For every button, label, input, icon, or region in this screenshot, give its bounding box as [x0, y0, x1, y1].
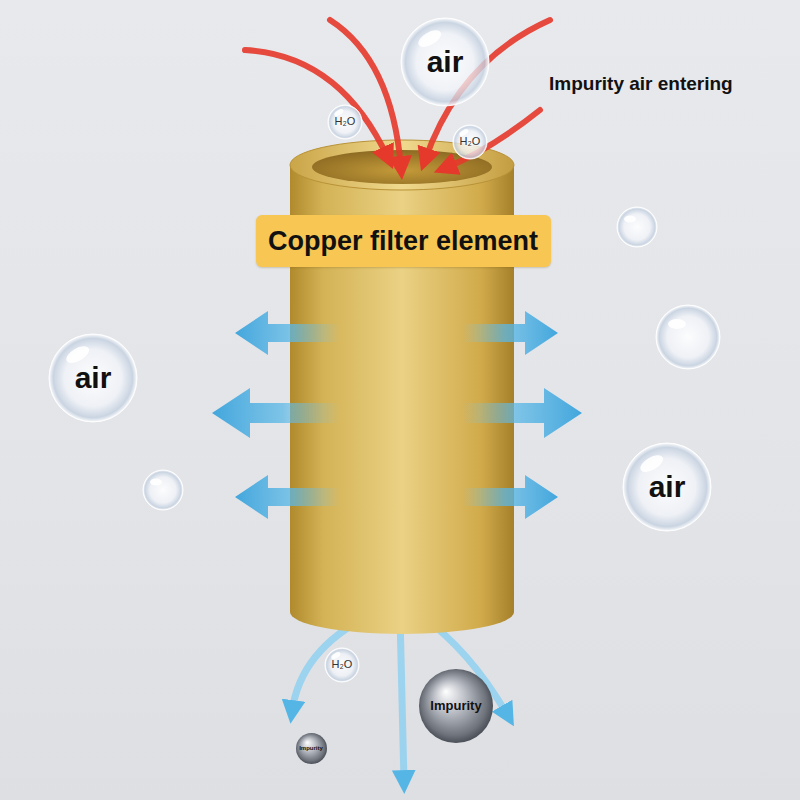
outflow-arrow: [462, 388, 582, 438]
bubble-circle: [623, 443, 711, 531]
bubble-highlight: [624, 216, 636, 223]
air-bubble: air: [400, 17, 490, 107]
ball-circle: [296, 733, 327, 764]
node-text: air: [649, 471, 686, 503]
side-arrows: [212, 311, 582, 519]
bubble-circle: [401, 18, 489, 106]
bubble: [656, 305, 720, 369]
outflow-arrow: [462, 311, 558, 355]
bubble-circle: [325, 648, 359, 682]
bubble-highlight: [668, 319, 686, 329]
outflow-arrow: [462, 475, 558, 519]
outflow-arrow: [212, 388, 340, 438]
inflow-arrow: [245, 50, 388, 158]
bubble: [143, 470, 183, 510]
water-bubble: H₂O: [324, 647, 360, 683]
bubble: [617, 207, 657, 247]
water-bubble: H₂O: [452, 124, 488, 160]
node-text: air: [427, 46, 464, 78]
bubble-circle: [49, 334, 137, 422]
node-text: air: [75, 362, 112, 394]
inflow-arrow: [330, 20, 401, 168]
node-text: Impurity: [299, 745, 323, 751]
water-bubble: H₂O: [327, 104, 363, 140]
impurity-ball: Impurity: [295, 732, 328, 765]
bubble-highlight: [150, 479, 162, 486]
inflow-arrow: [445, 110, 540, 168]
node-text: H₂O: [332, 659, 353, 671]
title-box: Copper filter element: [256, 215, 551, 267]
outflow-arrow: [400, 615, 404, 782]
air-bubble: air: [48, 333, 138, 423]
outflow-arrow: [235, 475, 340, 519]
outflow-arrows: [292, 615, 508, 782]
impurity-ball: Impurity: [418, 668, 494, 744]
node-text: H₂O: [460, 136, 481, 148]
ball-circle: [419, 669, 493, 743]
node-text: H₂O: [335, 116, 356, 128]
bubble-circle: [453, 125, 487, 159]
title-text: Copper filter element: [268, 227, 538, 255]
inflow-label: Impurity air entering: [549, 74, 733, 95]
outflow-arrow: [235, 311, 340, 355]
inflow-arrows: [245, 20, 550, 168]
bubble-circle: [328, 105, 362, 139]
air-bubble: air: [622, 442, 712, 532]
node-text: Impurity: [430, 699, 481, 713]
